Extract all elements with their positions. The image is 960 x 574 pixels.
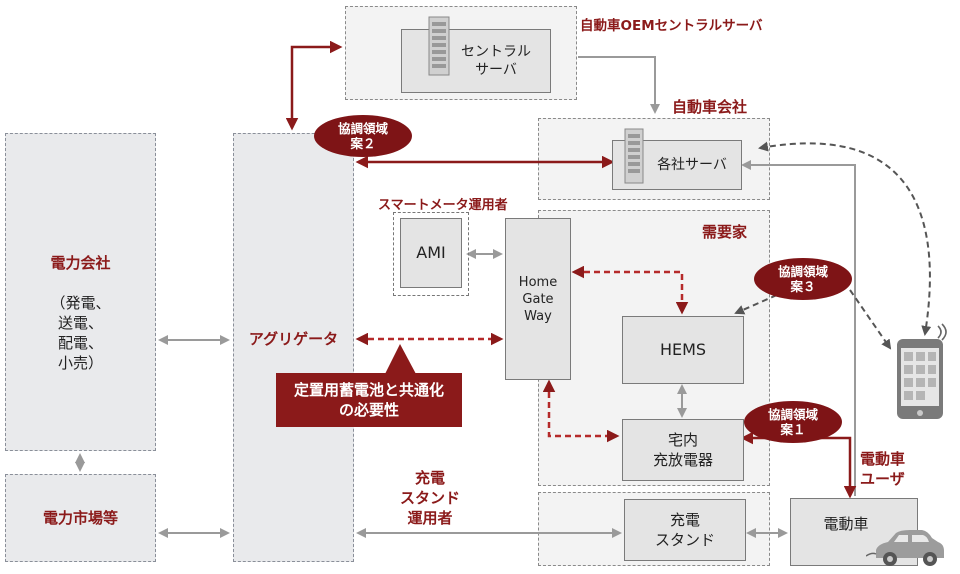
cooperation-proposal-1: 協調領域 案１ xyxy=(744,401,842,443)
hems-box: HEMS xyxy=(622,316,744,384)
central-server-line1: セントラル xyxy=(461,44,531,60)
storage-battery-callout: 定置用蓄電池と共通化 の必要性 xyxy=(276,373,462,427)
central-server-line2: サーバ xyxy=(475,62,517,78)
electric-car-icon xyxy=(865,524,946,568)
demand-side-header: 需要家 xyxy=(702,223,748,241)
aggregator-title: アグリゲータ xyxy=(248,330,339,348)
ev-user-label: 電動車 ユーザ xyxy=(860,449,905,489)
home-charger-line2: 充放電器 xyxy=(652,451,713,469)
home-charger-box: 宅内 充放電器 xyxy=(622,419,744,481)
power-company-sub: （発電、 送電、 配電、 小売） xyxy=(5,293,156,373)
cooperation-line2: 案１ xyxy=(780,422,806,437)
central-server-box: セントラル サーバ xyxy=(401,29,551,93)
home-gateway-line: Home xyxy=(518,274,558,290)
charging-station-box: 充電 スタンド xyxy=(624,499,746,561)
power-company-title: 電力会社 xyxy=(50,254,111,272)
wireless-icon xyxy=(934,322,954,342)
home-gateway-line: Way xyxy=(524,308,552,324)
power-market-title: 電力市場等 xyxy=(42,509,118,527)
server-rack-icon xyxy=(428,16,450,76)
ev-label: 電動車 xyxy=(823,515,869,533)
smart-meter-operator-label: スマートメータ運用者 xyxy=(378,198,508,213)
charging-station-line1: 充電 xyxy=(669,511,700,529)
callout-line2: の必要性 xyxy=(338,401,399,419)
power-market-region xyxy=(5,474,156,562)
cooperation-line2: 案３ xyxy=(790,279,816,294)
power-company-sub-line: 送電、 xyxy=(57,314,103,332)
ami-label: AMI xyxy=(416,243,446,262)
server-rack-icon xyxy=(624,128,644,184)
charging-station-operator-line: スタンド xyxy=(399,489,460,507)
hems-label: HEMS xyxy=(659,340,707,359)
cooperation-line1: 協調領域 xyxy=(337,121,388,136)
ev-user-line: ユーザ xyxy=(860,470,905,488)
smartphone-icon xyxy=(896,338,946,422)
company-server-label: 各社サーバ xyxy=(657,157,727,173)
cooperation-line1: 協調領域 xyxy=(777,264,828,279)
cooperation-line2: 案２ xyxy=(350,136,376,151)
power-company-region xyxy=(5,133,156,451)
callout-line1: 定置用蓄電池と共通化 xyxy=(293,381,444,399)
charging-station-operator-line: 充電 xyxy=(414,469,445,487)
home-gateway-line: Gate xyxy=(522,291,554,307)
charging-station-operator-line: 運用者 xyxy=(407,509,453,527)
ev-user-line: 電動車 xyxy=(860,450,906,468)
home-gateway-box: Home Gate Way xyxy=(505,218,571,380)
cooperation-line1: 協調領域 xyxy=(767,407,818,422)
ami-box: AMI xyxy=(400,218,462,288)
power-company-sub-line: 配電、 xyxy=(57,334,103,352)
auto-company-header: 自動車会社 xyxy=(672,98,748,116)
charging-station-line2: スタンド xyxy=(654,531,715,549)
power-company-sub-line: 小売） xyxy=(57,354,103,372)
cooperation-proposal-2: 協調領域 案２ xyxy=(314,115,412,157)
central-server-header: 自動車OEMセントラルサーバ xyxy=(580,18,763,34)
cooperation-proposal-3: 協調領域 案３ xyxy=(754,258,852,300)
power-company-sub-line: （発電、 xyxy=(50,294,111,312)
charging-station-operator: 充電 スタンド 運用者 xyxy=(385,468,475,528)
ami-frame xyxy=(393,212,469,296)
aggregator-region xyxy=(233,133,354,562)
home-charger-line1: 宅内 xyxy=(667,431,698,449)
